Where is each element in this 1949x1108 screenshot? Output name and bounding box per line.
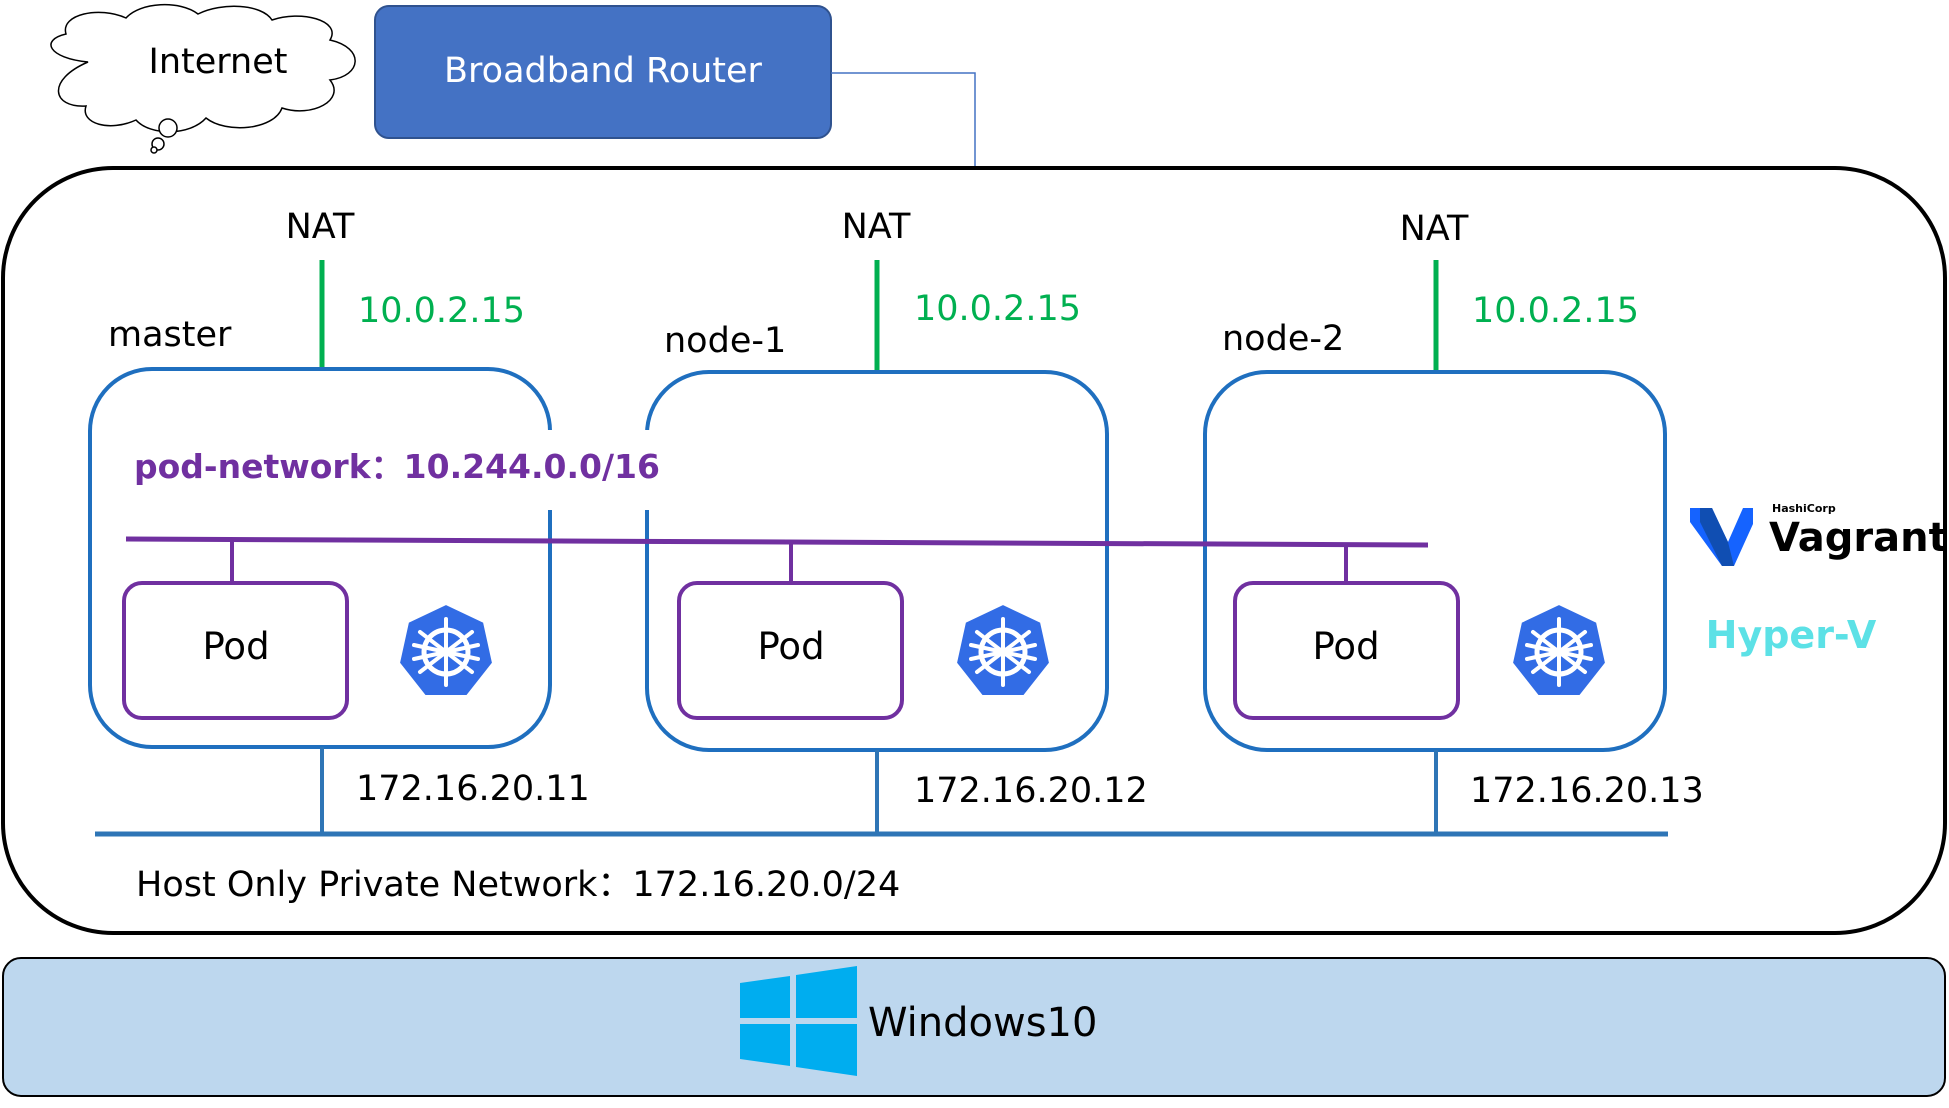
pod-label-node-2: Pod: [1312, 625, 1379, 668]
host-os-box: [2, 957, 1946, 1097]
vagrant-environment: [1, 166, 1947, 935]
nat-ip-node-2: 10.0.2.15: [1472, 291, 1639, 331]
pod-network-label: pod-network：10.244.0.0/16: [134, 447, 660, 486]
host-ip-master: 172.16.20.11: [356, 769, 590, 809]
pod-node-2: Pod: [1233, 581, 1460, 720]
kubernetes-icon: [399, 604, 493, 696]
pod-label-master: Pod: [202, 625, 269, 668]
pod-label-node-1: Pod: [757, 625, 824, 668]
pod-master: Pod: [122, 581, 349, 720]
kubernetes-icon: [956, 604, 1050, 696]
nat-label-node-2: NAT: [1400, 209, 1469, 249]
nat-ip-node-1: 10.0.2.15: [914, 289, 1081, 329]
host-os-label: Windows10: [868, 1000, 1097, 1046]
vagrant-logo: HashiCorp Vagrant: [1690, 502, 1948, 566]
host-network-label: Host Only Private Network：172.16.20.0/24: [136, 865, 900, 905]
host-ip-node-1: 172.16.20.12: [914, 771, 1148, 811]
vagrant-brand: Vagrant: [1769, 515, 1948, 561]
pod-network-bus: [125, 536, 1429, 548]
hypervisor-label: Hyper-V: [1706, 613, 1877, 657]
cloud-icon: [50, 4, 356, 133]
node-name-node-2: node-2: [1222, 319, 1344, 359]
broadband-router: Broadband Router: [374, 5, 832, 139]
windows-logo-icon: [740, 966, 857, 1076]
internet-label: Internet: [149, 42, 288, 82]
vagrant-hashicorp: HashiCorp: [1772, 502, 1836, 515]
router-label: Broadband Router: [444, 51, 762, 91]
nat-label-node-1: NAT: [842, 207, 911, 247]
host-ip-node-2: 172.16.20.13: [1470, 771, 1704, 811]
nat-ip-master: 10.0.2.15: [358, 291, 525, 331]
router-link: [831, 72, 976, 168]
router-box: [374, 5, 832, 139]
kubernetes-icon: [1512, 604, 1606, 696]
internet-cloud: Internet: [50, 4, 356, 154]
node-name-node-1: node-1: [664, 321, 786, 361]
nat-label-master: NAT: [286, 207, 355, 247]
node-name-master: master: [108, 315, 232, 355]
pod-node-1: Pod: [677, 581, 904, 720]
